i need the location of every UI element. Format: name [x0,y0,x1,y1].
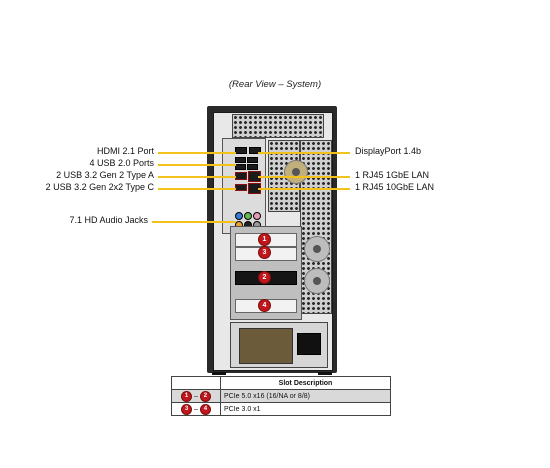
slot-range: 3–4 [171,402,221,416]
slot-badge: 4 [258,299,271,312]
callout-line-usb32-c [158,188,236,190]
label-hdmi-port: HDMI 2.1 Port [96,146,154,156]
callout-line-audio [152,221,236,223]
chassis-foot-left [212,372,226,375]
usb32-type-a-port [235,172,247,180]
table-row: 3–4 PCIe 3.0 x1 [171,402,391,416]
table-corner-cell [171,376,221,390]
slot-badge: 1 [181,390,193,402]
fan-hub-top [304,236,330,262]
slot-badge: 1 [258,233,271,246]
range-separator: – [194,405,198,413]
callout-line-usb32-a [158,176,236,178]
callout-line-usb2 [158,164,236,166]
slot-badge: 2 [199,390,211,402]
usb2-port-2 [247,157,258,163]
usb32-type-c-port [235,184,247,191]
label-rj45-10gbe: 1 RJ45 10GbE LAN [355,182,435,192]
slot-range: 1–2 [171,389,221,403]
label-displayport: DisplayPort 1.4b [355,146,422,156]
chassis-foot-right [318,372,332,375]
fan-hub-bottom [304,268,330,294]
slot-description: PCIe 5.0 x16 (16/NA or 8/8) [220,389,391,403]
diagram-caption: (Rear View – System) [228,79,322,90]
label-usb32-type-a: 2 USB 3.2 Gen 2 Type A [56,170,154,180]
audio-jack [253,212,261,220]
slot-badge: 2 [258,271,271,284]
rear-fan [284,160,308,184]
label-usb2-ports: 4 USB 2.0 Ports [89,158,154,168]
slot-badge: 4 [199,403,211,415]
callout-line-10gbe [258,188,350,190]
callout-line-displayport [258,152,350,154]
power-supply [230,322,328,368]
hdmi-port [235,147,247,154]
usb2-port-4 [247,164,258,170]
displayport-port [249,147,261,154]
label-audio-jacks: 7.1 HD Audio Jacks [69,215,148,225]
slot-badge: 3 [181,403,193,415]
psu-fan [239,328,293,364]
power-socket [297,333,321,355]
table-header: Slot Description [220,376,391,390]
slot-badge: 3 [258,246,271,259]
label-usb32-type-c: 2 USB 3.2 Gen 2x2 Type C [45,182,154,192]
label-rj45-1gbe: 1 RJ45 1GbE LAN [355,170,430,180]
callout-line-1gbe [258,176,350,178]
audio-jack [244,212,252,220]
top-vent [232,114,324,138]
table-row: 1–2 PCIe 5.0 x16 (16/NA or 8/8) [171,389,391,403]
usb2-port-1 [235,157,246,163]
usb2-port-3 [235,164,246,170]
callout-line-hdmi [158,152,236,154]
range-separator: – [194,392,198,400]
slot-description: PCIe 3.0 x1 [220,402,391,416]
slot-description-table: Slot Description 1–2 PCIe 5.0 x16 (16/NA… [171,376,391,416]
audio-jack [235,212,243,220]
